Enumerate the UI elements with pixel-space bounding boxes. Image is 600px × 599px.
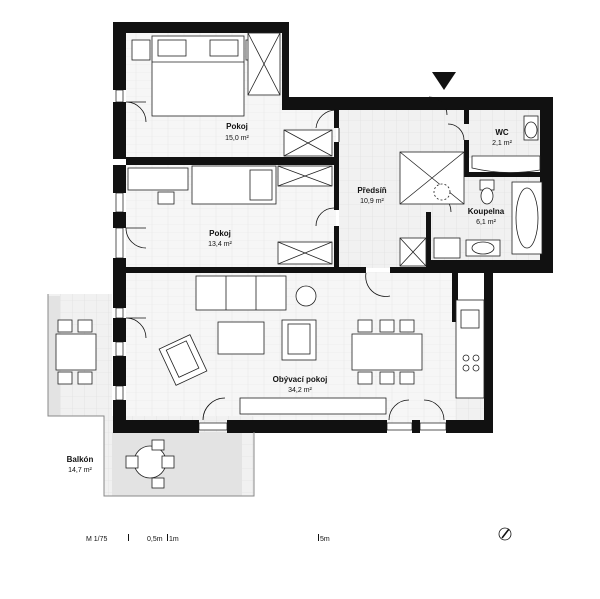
- room-name-obyvaci: Obývací pokoj: [273, 375, 328, 384]
- tv-cabinet: [239, 397, 387, 415]
- room-name-pokoj1: Pokoj: [226, 122, 248, 131]
- walls: [113, 22, 553, 433]
- bedside-table-left: [131, 39, 151, 61]
- room-labels: Pokoj 15,0 m² Pokoj 13,4 m² Předsíň 10,9…: [67, 122, 513, 474]
- desk-chair: [157, 191, 175, 205]
- wardrobe-bedroom2b: [277, 241, 333, 265]
- room-name-balkon: Balkón: [67, 455, 94, 464]
- north-compass-icon: [498, 527, 512, 541]
- bath-sink: [465, 239, 501, 257]
- balcony-round-table: [125, 439, 175, 489]
- coffee-table: [217, 321, 265, 355]
- scale-mark-1m: 1m: [169, 536, 179, 543]
- dining-table: [351, 319, 423, 385]
- room-name-pokoj2: Pokoj: [209, 229, 231, 238]
- room-area-pokoj2: 13,4 m²: [208, 241, 232, 248]
- room-area-predsin: 10,9 m²: [360, 198, 384, 205]
- scale-mark-5m: 5m: [320, 536, 330, 543]
- windows: [115, 89, 447, 431]
- wc-sink: [471, 155, 541, 173]
- toilet-bath: [479, 179, 495, 205]
- scale-tick-5: [318, 534, 319, 541]
- double-bed: [151, 35, 245, 117]
- single-bed: [191, 165, 277, 205]
- room-name-koupelna: Koupelna: [468, 207, 505, 216]
- room-name-predsin: Předsíň: [357, 186, 386, 195]
- wardrobe-bedroom1: [247, 32, 281, 96]
- scale-tick-0: [128, 534, 129, 541]
- bathtub: [511, 181, 543, 255]
- shower-drain: [433, 183, 451, 201]
- kitchen-counter: [455, 299, 485, 399]
- hall-wardrobe-1: [399, 151, 465, 205]
- room-area-pokoj1: 15,0 m²: [225, 135, 249, 142]
- side-table: [295, 285, 317, 307]
- hall-wardrobe-2: [399, 237, 427, 267]
- balcony-table-set: [55, 319, 97, 385]
- scale-mark-half: 0,5m: [147, 536, 163, 543]
- entrance-arrow-icon: [432, 72, 456, 90]
- armchair-left: [158, 334, 208, 386]
- desk: [127, 167, 189, 191]
- scale-bar: M 1/75 0,5m 1m 5m: [86, 534, 330, 543]
- toilet-wc: [523, 115, 539, 141]
- scale-tick-1: [167, 534, 168, 541]
- wardrobe-bedroom2a: [277, 165, 333, 187]
- sofa: [195, 275, 287, 311]
- room-area-balkon: 14,7 m²: [68, 467, 92, 474]
- room-area-wc: 2,1 m²: [492, 140, 513, 147]
- washing-machine: [433, 237, 461, 259]
- scale-ratio: M 1/75: [86, 536, 108, 543]
- room-area-koupelna: 6,1 m²: [476, 219, 497, 226]
- wardrobe-corridor: [283, 129, 333, 157]
- room-area-obyvaci: 34,2 m²: [288, 387, 312, 394]
- armchair-right: [281, 319, 317, 361]
- furniture: [47, 32, 543, 497]
- room-name-wc: WC: [495, 128, 509, 137]
